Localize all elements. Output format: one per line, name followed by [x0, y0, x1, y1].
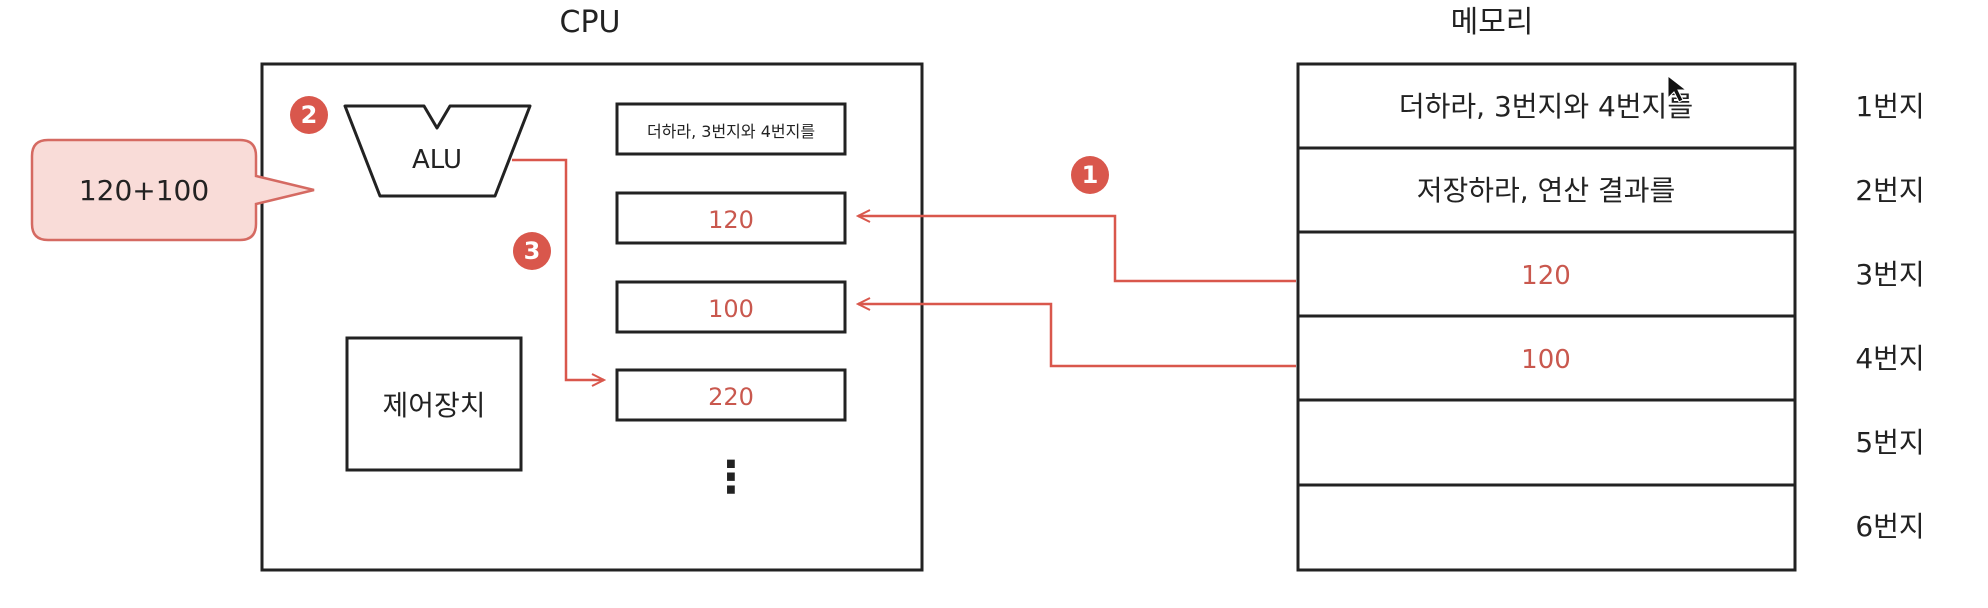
register-2-value: 100 — [708, 295, 754, 323]
register-3-value: 220 — [708, 383, 754, 411]
step-2-badge — [290, 96, 328, 134]
control-unit-label: 제어장치 — [382, 389, 485, 422]
alu-label: ALU — [412, 145, 462, 175]
register-instruction-text: 더하라, 3번지와 4번지를 — [647, 122, 815, 141]
step-1-label: 1 — [1082, 161, 1099, 189]
memory-cell-4-content: 100 — [1521, 345, 1571, 375]
memory-address-4: 4번지 — [1855, 342, 1924, 375]
register-1-value: 120 — [708, 206, 754, 234]
load-120-arrow — [858, 216, 1296, 283]
register-1 — [615, 191, 847, 245]
step-2-label: 2 — [301, 101, 318, 129]
memory-cell-1-content: 더하라, 3번지와 4번지를 — [1399, 90, 1693, 123]
memory-address-3: 3번지 — [1855, 258, 1924, 291]
step-3-label: 3 — [524, 237, 541, 265]
cpu-title: CPU — [560, 5, 621, 40]
cursor-icon — [1667, 74, 1688, 103]
memory-address-2: 2번지 — [1855, 174, 1924, 207]
memory-cell-3-content: 120 — [1521, 261, 1571, 291]
alu-operation-bubble — [30, 138, 315, 242]
bubble-text: 120+100 — [79, 174, 209, 207]
more-registers-marker: ⋮ — [709, 452, 753, 503]
memory-title: 메모리 — [1451, 5, 1534, 40]
register-3 — [615, 368, 847, 422]
load-100-arrow — [858, 304, 1296, 368]
step-3-badge — [513, 232, 551, 270]
memory-cell-2-content: 저장하라, 연산 결과를 — [1417, 174, 1676, 207]
alu-shape — [343, 104, 532, 198]
memory-address-1: 1번지 — [1855, 90, 1924, 123]
control-unit-box — [345, 336, 523, 472]
register-instruction — [615, 102, 847, 156]
alu-result-arrow — [512, 158, 604, 380]
memory-address-6: 6번지 — [1855, 510, 1924, 543]
step-1-badge — [1071, 156, 1109, 194]
register-2 — [615, 280, 847, 334]
memory-address-5: 5번지 — [1855, 426, 1924, 459]
